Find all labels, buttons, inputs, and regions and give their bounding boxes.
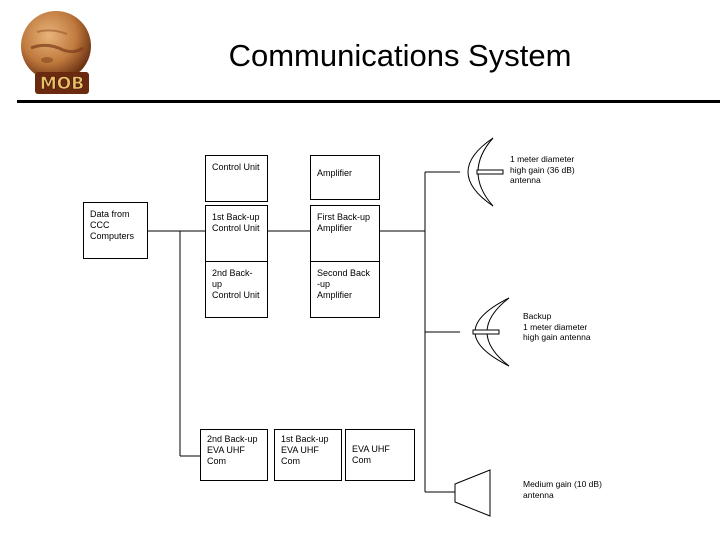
logo-text: MOB — [40, 74, 84, 94]
amplifier-box: Amplifier — [310, 155, 380, 200]
second-backup-amplifier-label: Second Back -up Amplifier — [317, 268, 371, 300]
eva-backup1-box: 1st Back-up EVA UHF Com — [274, 429, 342, 481]
horn-antenna-icon — [454, 469, 491, 517]
eva-backup2-box: 2nd Back-up EVA UHF Com — [200, 429, 268, 481]
title-divider — [17, 100, 720, 103]
eva-box: EVA UHF Com — [345, 429, 415, 481]
control-unit-box: Control Unit — [205, 155, 268, 202]
main-antenna-label: 1 meter diameter high gain (36 dB) anten… — [510, 154, 575, 185]
backup2-control-label: 2nd Back-up Control Unit — [212, 268, 260, 300]
eva-label: EVA UHF Com — [352, 444, 390, 465]
eva-backup2-label: 2nd Back-up EVA UHF Com — [207, 434, 258, 466]
medium-antenna-label: Medium gain (10 dB) antenna — [523, 479, 602, 500]
backup-antenna-label: Backup 1 meter diameter high gain antenn… — [523, 311, 591, 342]
backup1-control-box: 1st Back-up Control Unit — [205, 205, 268, 262]
page-title: Communications System — [228, 38, 572, 73]
backup2-control-box: 2nd Back-up Control Unit — [205, 261, 268, 318]
amplifier-label: Amplifier — [317, 168, 353, 178]
backup1-control-label: 1st Back-up Control Unit — [212, 212, 260, 233]
first-backup-amplifier-label: First Back-up Amplifier — [317, 212, 371, 233]
mars-logo: MOB — [17, 8, 95, 96]
backup-dish-antenna-icon — [472, 297, 510, 367]
eva-backup1-label: 1st Back-up EVA UHF Com — [281, 434, 329, 466]
main-dish-antenna-icon — [467, 137, 504, 207]
control-unit-label: Control Unit — [212, 162, 260, 172]
data-from-label: Data from CCC Computers — [90, 209, 135, 241]
second-backup-amplifier-box: Second Back -up Amplifier — [310, 261, 380, 318]
first-backup-amplifier-box: First Back-up Amplifier — [310, 205, 380, 262]
data-from-box: Data from CCC Computers — [83, 202, 148, 259]
